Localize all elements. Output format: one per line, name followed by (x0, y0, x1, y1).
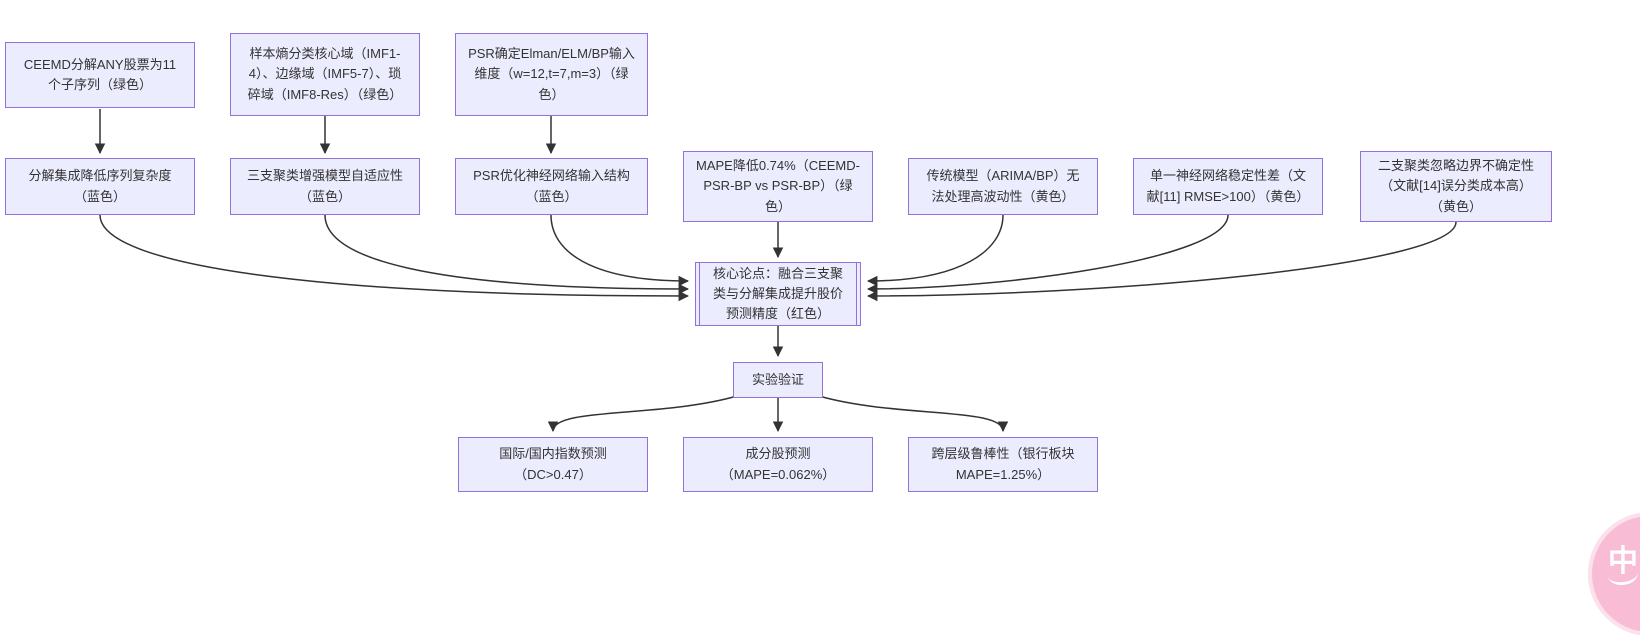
edge-experiment-result1 (547, 395, 738, 433)
node-claim-three-way-clustering: 三支聚类增强模型自适应性（蓝色） (230, 158, 420, 215)
node-result-constituent-forecast: 成分股预测（MAPE=0.062%） (683, 437, 873, 492)
node-problem-two-way-clustering: 二支聚类忽略边界不确定性（文献[14]误分类成本高）（黄色） (1360, 151, 1552, 222)
node-label: CEEMD分解ANY股票为11个子序列（绿色） (23, 56, 177, 92)
edge-problem3-core (866, 221, 1457, 302)
node-label: 三支聚类增强模型自适应性（蓝色） (246, 168, 403, 204)
node-label: 分解集成降低序列复杂度（蓝色） (28, 168, 172, 204)
translate-icon: 中A (1608, 545, 1640, 578)
node-method-ceemd: CEEMD分解ANY股票为11个子序列（绿色） (5, 42, 195, 108)
node-label: 单一神经网络稳定性差（文献[11] RMSE>100）（黄色） (1146, 168, 1310, 204)
flowchart-edges (94, 109, 1457, 433)
flowchart-canvas: CEEMD分解ANY股票为11个子序列（绿色） 样本熵分类核心域（IMF1-4）… (5, 33, 1640, 636)
edge-experiment-result3 (818, 395, 1009, 433)
edge-claim3-core (550, 214, 690, 287)
edge-problem1-core (866, 214, 1004, 287)
node-label: MAPE降低0.74%（CEEMD-PSR-BP vs PSR-BP）（绿色） (696, 158, 860, 214)
node-evidence-mape: MAPE降低0.74%（CEEMD-PSR-BP vs PSR-BP）（绿色） (683, 151, 873, 222)
node-claim-decomposition: 分解集成降低序列复杂度（蓝色） (5, 158, 195, 215)
edge-problem2-core (866, 214, 1229, 295)
node-problem-single-network: 单一神经网络稳定性差（文献[11] RMSE>100）（黄色） (1133, 158, 1323, 215)
node-label: 国际/国内指数预测（DC>0.47） (499, 446, 607, 482)
node-label: 样本熵分类核心域（IMF1-4）、边缘域（IMF5-7）、琐碎域（IMF8-Re… (247, 46, 403, 102)
node-label: 传统模型（ARIMA/BP）无法处理高波动性（黄色） (926, 168, 1080, 204)
edge-claim1-core (99, 214, 690, 302)
node-label: 实验验证 (751, 371, 804, 387)
node-label: 跨层级鲁棒性（银行板块MAPE=1.25%） (931, 446, 1075, 482)
node-label: 二支聚类忽略边界不确定性（文献[14]误分类成本高）（黄色） (1377, 158, 1534, 214)
node-label: 成分股预测（MAPE=0.062%） (720, 446, 836, 482)
node-method-psr-dimension: PSR确定Elman/ELM/BP输入维度（w=12,t=7,m=3）（绿色） (455, 33, 648, 116)
node-label: PSR确定Elman/ELM/BP输入维度（w=12,t=7,m=3）（绿色） (468, 46, 635, 102)
node-experiment-validation: 实验验证 (733, 362, 823, 398)
node-result-robustness: 跨层级鲁棒性（银行板块MAPE=1.25%） (908, 437, 1098, 492)
node-claim-psr-structure: PSR优化神经网络输入结构（蓝色） (455, 158, 648, 215)
node-result-index-forecast: 国际/国内指数预测（DC>0.47） (458, 437, 648, 492)
node-method-sample-entropy: 样本熵分类核心域（IMF1-4）、边缘域（IMF5-7）、琐碎域（IMF8-Re… (230, 33, 420, 116)
node-label: PSR优化神经网络输入结构（蓝色） (473, 168, 630, 204)
node-core-thesis: 核心论点：融合三支聚类与分解集成提升股价预测精度（红色） (695, 262, 861, 326)
node-problem-traditional-models: 传统模型（ARIMA/BP）无法处理高波动性（黄色） (908, 158, 1098, 215)
edge-claim2-core (324, 214, 690, 295)
node-label: 核心论点：融合三支聚类与分解集成提升股价预测精度（红色） (712, 265, 843, 322)
